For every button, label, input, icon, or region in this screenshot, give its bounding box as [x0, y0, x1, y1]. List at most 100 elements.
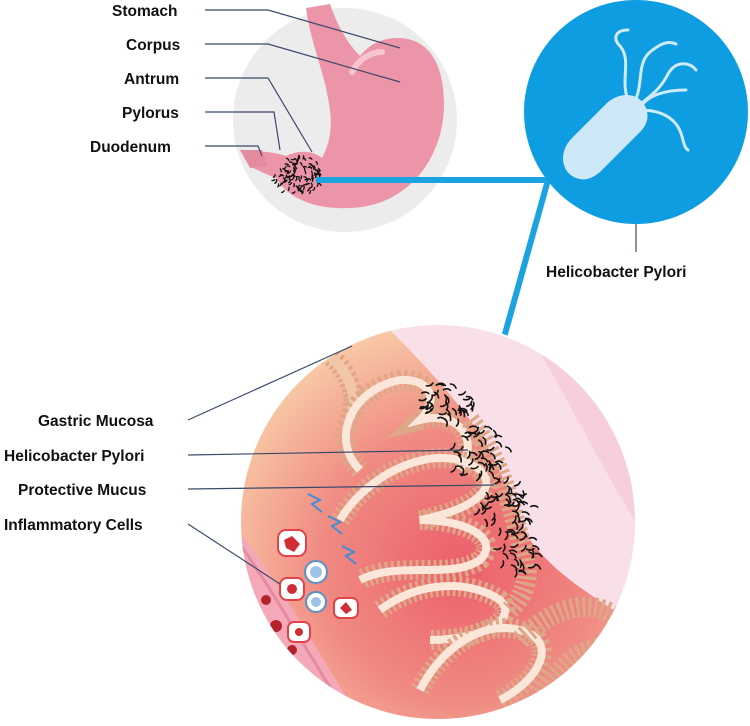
bacterium-squiggle	[283, 178, 286, 183]
bacterium-squiggle	[455, 418, 460, 427]
bacterium-squiggle	[474, 453, 482, 460]
inflammatory-cell	[279, 577, 305, 601]
bacterium-squiggle	[514, 521, 519, 531]
bacterium-squiggle	[511, 503, 521, 507]
bacterium-squiggle	[294, 177, 298, 182]
bacterium-squiggle	[297, 186, 300, 192]
inflammatory-cell	[333, 597, 359, 619]
bacterium-squiggle	[288, 175, 291, 181]
bacterium-squiggle	[508, 549, 518, 553]
bacterium-squiggle	[488, 462, 492, 471]
bacterium-squiggle	[462, 397, 472, 401]
bacterium-squiggle	[480, 457, 489, 463]
bacterium-squiggle	[418, 397, 427, 402]
bacterium-squiggle	[290, 158, 296, 161]
bacterium-squiggle	[307, 178, 312, 181]
bacterium-squiggle	[468, 431, 477, 436]
bacterium-squiggle	[487, 463, 495, 471]
bacterium-squiggle	[295, 185, 299, 190]
bacterium-squiggle	[420, 391, 430, 395]
bacterium-squiggle	[433, 391, 440, 399]
bacterium-squiggle	[287, 170, 292, 175]
bacterium-squiggle	[488, 470, 495, 478]
bacterium-squiggle	[485, 463, 488, 472]
bacterium-squiggle	[303, 169, 307, 175]
bacterium-squiggle	[480, 450, 490, 454]
bacterium-squiggle	[432, 389, 439, 397]
bacterium-squiggle	[315, 169, 319, 174]
bacterium-squiggle	[529, 504, 539, 508]
bacterium-squiggle	[276, 183, 280, 188]
bacterium-squiggle	[466, 400, 473, 408]
bacterium-squiggle	[451, 407, 458, 416]
bacterium-squiggle	[312, 165, 315, 171]
bacterium-squiggle	[442, 388, 452, 392]
gastric-wall-detail	[240, 324, 636, 720]
bacterium-squiggle	[518, 523, 524, 532]
detail-circle-outline	[239, 323, 637, 721]
bacterium-squiggle	[484, 518, 489, 528]
bacterium-squiggle	[458, 391, 467, 396]
bacterium-squiggle	[425, 401, 429, 410]
bacterium-squiggle	[484, 425, 493, 431]
bacterium-squiggle	[449, 442, 456, 451]
bacterium-squiggle	[520, 531, 528, 538]
bacterium-squiggle	[513, 480, 521, 487]
bacterium-squiggle	[498, 527, 502, 537]
bacterium-squiggle	[491, 512, 496, 521]
bacterium-squiggle	[455, 465, 464, 470]
bacterium-squiggle	[531, 550, 535, 559]
bacterium-squiggle	[532, 544, 540, 551]
bacterium-squiggle	[513, 558, 520, 567]
bacterium-squiggle	[308, 157, 313, 161]
bacterium-squiggle	[489, 452, 496, 460]
bacterium-squiggle	[278, 182, 282, 187]
bacterium-squiggle	[494, 477, 501, 485]
bacterium-squiggle	[303, 183, 308, 186]
inflammatory-cell	[277, 529, 307, 557]
bacterium-squiggle	[504, 532, 509, 541]
bacterium-squiggle	[282, 166, 287, 170]
bacterium-squiggle	[492, 429, 497, 439]
bacterium-squiggle	[424, 408, 432, 415]
bacterium-squiggle	[459, 407, 468, 412]
bacterium-squiggle	[507, 501, 515, 507]
bacterium-squiggle	[315, 160, 318, 166]
stomach-shape	[242, 4, 444, 209]
bacterium-squiggle	[293, 165, 298, 170]
bacterium-squiggle	[286, 169, 289, 175]
bacterium-squiggle	[449, 383, 457, 389]
bacterium-squiggle	[428, 394, 434, 403]
bacterium-squiggle	[534, 552, 543, 558]
bacterium-squiggle	[284, 174, 288, 179]
bacterium-squiggle	[274, 180, 278, 185]
label-hpylori-detail: Helicobacter Pylori	[4, 448, 144, 465]
bacterium-squiggle	[469, 425, 478, 429]
bacterium-squiggle	[528, 536, 538, 541]
bacterium-squiggle	[300, 175, 303, 180]
bacterium-squiggle	[443, 394, 448, 403]
signal-bolts	[307, 493, 357, 565]
bacterium-squiggle	[476, 429, 485, 435]
bacterium-squiggle	[478, 470, 483, 479]
bacterium-squiggle	[468, 458, 474, 466]
bacterium-squiggle	[314, 173, 317, 179]
bacterium-squiggle	[462, 409, 469, 417]
bacterium-squiggle	[296, 159, 299, 164]
bacterium-squiggle	[308, 163, 313, 166]
bacterium-squiggle	[445, 395, 450, 404]
bacterium-squiggle	[483, 506, 492, 510]
bacterium-squiggle	[291, 173, 295, 179]
bacterium-squiggle	[288, 181, 293, 186]
bacterium-squiggle	[445, 401, 449, 410]
bacterium-squiggle	[505, 493, 511, 502]
bacterium-squiggle	[478, 439, 484, 448]
bacterium-squiggle	[312, 186, 316, 192]
bacterium-squiggle	[495, 492, 504, 498]
bacterium-squiggle	[305, 177, 308, 183]
bacterium-squiggle	[287, 179, 291, 184]
bacterium-squiggle	[511, 533, 519, 540]
bacterium-squiggle	[470, 465, 479, 470]
bacterium-squiggle	[285, 157, 290, 162]
bacterium-squiggle	[489, 462, 499, 466]
